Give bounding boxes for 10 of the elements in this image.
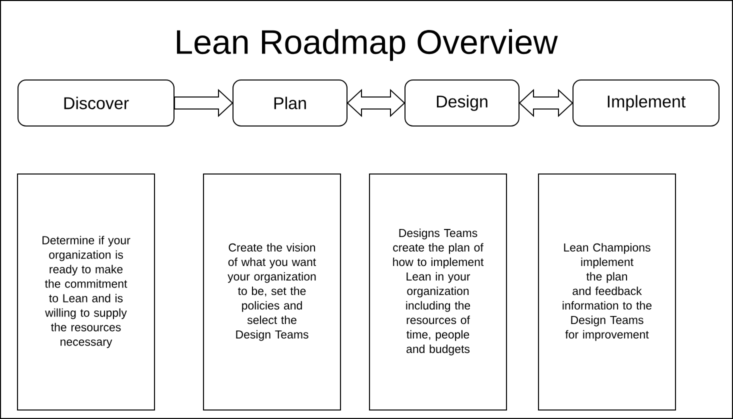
- block-arrow: [174, 88, 234, 118]
- description-box: Designs Teams create the plan of how to implement Lean in your organization including the resources of time, people and budgets: [369, 174, 507, 410]
- description-box: Determine if your organization is ready to make the commitment to Lean and is willing to supply the resources necessary: [17, 174, 155, 410]
- stage-box: Implement: [572, 80, 720, 126]
- stage-box: Design: [404, 80, 520, 126]
- title: Lean Roadmap Overview: [176, 29, 558, 61]
- description-box: Lean Champions implement the plan and feedback information to the Design Teams for improvement: [538, 174, 676, 410]
- stage-box: Plan: [232, 80, 348, 126]
- stage-box: Discover: [18, 80, 174, 126]
- description-box: Create the vision of what you want your organization to be, set the policies and select the Design Teams: [203, 174, 341, 410]
